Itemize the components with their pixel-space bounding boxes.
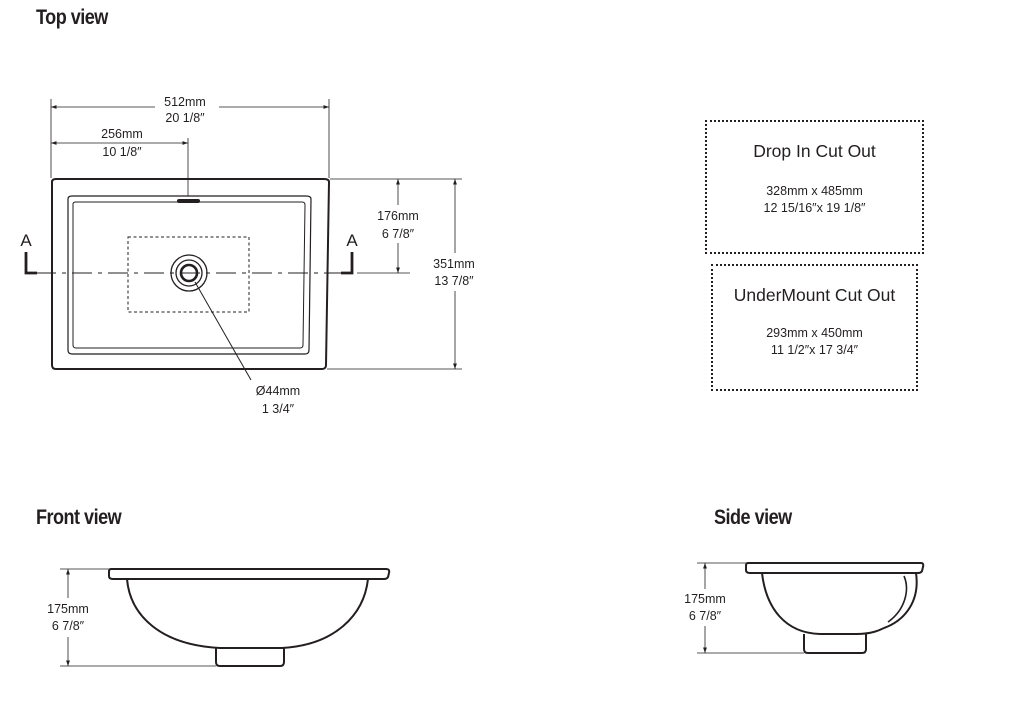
half-width-label-in: 10 1/8″ [102, 145, 142, 159]
drop-in-cutout-in: 12 15/16″x 19 1/8″ [763, 201, 866, 215]
depth-label-in: 13 7/8″ [434, 274, 474, 288]
side-drain [803, 634, 867, 654]
drain-inner [179, 263, 199, 283]
undermount-cutout-in: 11 1/2″x 17 3/4″ [770, 343, 859, 357]
front-view-drawing [60, 568, 391, 667]
undermount-cutout-mm: 293mm x 450mm [766, 326, 863, 340]
front-view-heading: Front view [36, 506, 122, 529]
basin-outer-rim [51, 178, 331, 370]
width-label-mm: 512mm [164, 95, 206, 109]
front-rim [108, 568, 391, 580]
section-marker-right [341, 252, 354, 275]
drain-label-in: 1 3/4″ [262, 402, 295, 416]
side-rim [745, 562, 925, 574]
drain-leader [194, 281, 252, 381]
side-view-drawing [697, 562, 925, 654]
drop-in-cutout-mm: 328mm x 485mm [766, 184, 863, 198]
width-label-in: 20 1/8″ [165, 111, 205, 125]
undermount-cutout-title: UnderMount Cut Out [733, 285, 896, 305]
basin-inner-edge-2 [72, 201, 306, 349]
half-width-label-mm: 256mm [101, 127, 143, 141]
top-view-heading: Top view [36, 6, 108, 29]
side-height-label-in: 6 7/8″ [689, 609, 722, 623]
center-depth-label-mm: 176mm [377, 209, 419, 223]
drain-label-mm: Ø44mm [256, 384, 300, 398]
front-drain [215, 648, 285, 667]
undermount-cutout-box: UnderMount Cut Out 293mm x 450mm 11 1/2″… [711, 264, 918, 391]
front-height-label-mm: 175mm [47, 602, 89, 616]
drop-in-cutout-box: Drop In Cut Out 328mm x 485mm 12 15/16″x… [705, 120, 924, 254]
center-depth-label-in: 6 7/8″ [382, 227, 415, 241]
drain-mid [175, 259, 203, 287]
drop-in-cutout-title: Drop In Cut Out [753, 141, 876, 161]
side-view-heading: Side view [714, 506, 792, 529]
side-overflow [883, 572, 918, 629]
basin-inner-edge [67, 195, 312, 355]
side-bowl [761, 572, 885, 635]
overflow-slot [177, 199, 200, 203]
section-marker-left [24, 252, 37, 275]
side-overflow-inner [887, 575, 908, 623]
side-height-label-mm: 175mm [684, 592, 726, 606]
hidden-outline [127, 236, 250, 313]
section-label-right: A [346, 231, 358, 250]
front-height-label-in: 6 7/8″ [52, 619, 85, 633]
drain-outer [170, 254, 208, 292]
depth-label-mm: 351mm [433, 257, 475, 271]
top-view-drawing [24, 99, 462, 381]
section-label-left: A [20, 231, 32, 250]
front-bowl [126, 578, 369, 649]
